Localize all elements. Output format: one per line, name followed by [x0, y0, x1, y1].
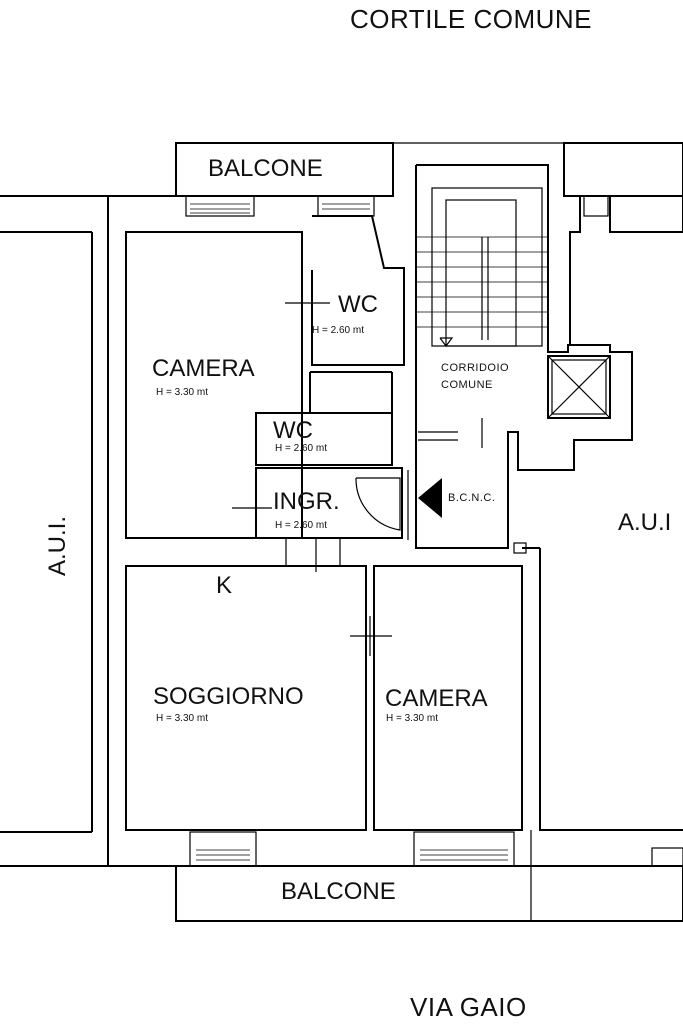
aui-right-label: A.U.I [618, 509, 672, 536]
room-soggiorno-height: H = 3.30 mt [156, 713, 208, 724]
room-wc-1-name: WC [338, 291, 378, 318]
room-camera-2-height: H = 3.30 mt [386, 713, 438, 724]
window-top-wc [317, 195, 375, 217]
corridor-label-line1: CORRIDOIO [441, 362, 510, 374]
room-wc-2-height: H = 2.60 mt [275, 443, 327, 454]
cortile-comune-label: CORTILE COMUNE [350, 4, 592, 34]
room-camera-2-name: CAMERA [385, 685, 488, 712]
aui-left-label: A.U.I. [44, 515, 71, 576]
room-soggiorno [125, 565, 367, 831]
room-ingresso-height: H = 2.60 mt [275, 520, 327, 531]
room-wc-1-height: H = 2.60 mt [312, 325, 364, 336]
room-ingresso-name: INGR. [273, 488, 340, 515]
window-top-right [583, 195, 609, 217]
via-gaio-label: VIA GAIO [410, 992, 527, 1022]
bcnc-label: B.C.N.C. [448, 492, 496, 504]
corner-block-top-right [563, 142, 683, 197]
room-camera-1-height: H = 3.30 mt [156, 387, 208, 398]
room-soggiorno-name: SOGGIORNO [153, 683, 304, 710]
room-camera-2 [373, 565, 523, 831]
window-bottom-left [189, 831, 257, 867]
room-camera-1-name: CAMERA [152, 355, 255, 382]
window-bottom-right [413, 831, 515, 867]
balcony-top-label: BALCONE [208, 155, 323, 182]
bcnc-arrow-icon [418, 478, 442, 518]
window-top-left [185, 195, 255, 217]
kitchen-label: K [216, 572, 233, 599]
balcony-bottom-label: BALCONE [281, 878, 396, 905]
stair-core [392, 143, 633, 549]
balcony-bottom [175, 865, 683, 922]
door-swing [355, 477, 401, 531]
elevator-shaft [547, 355, 611, 419]
corridor-label-line2: COMUNE [441, 379, 493, 391]
room-wc-2-name: WC [273, 417, 313, 444]
room-wc-2 [255, 412, 393, 466]
